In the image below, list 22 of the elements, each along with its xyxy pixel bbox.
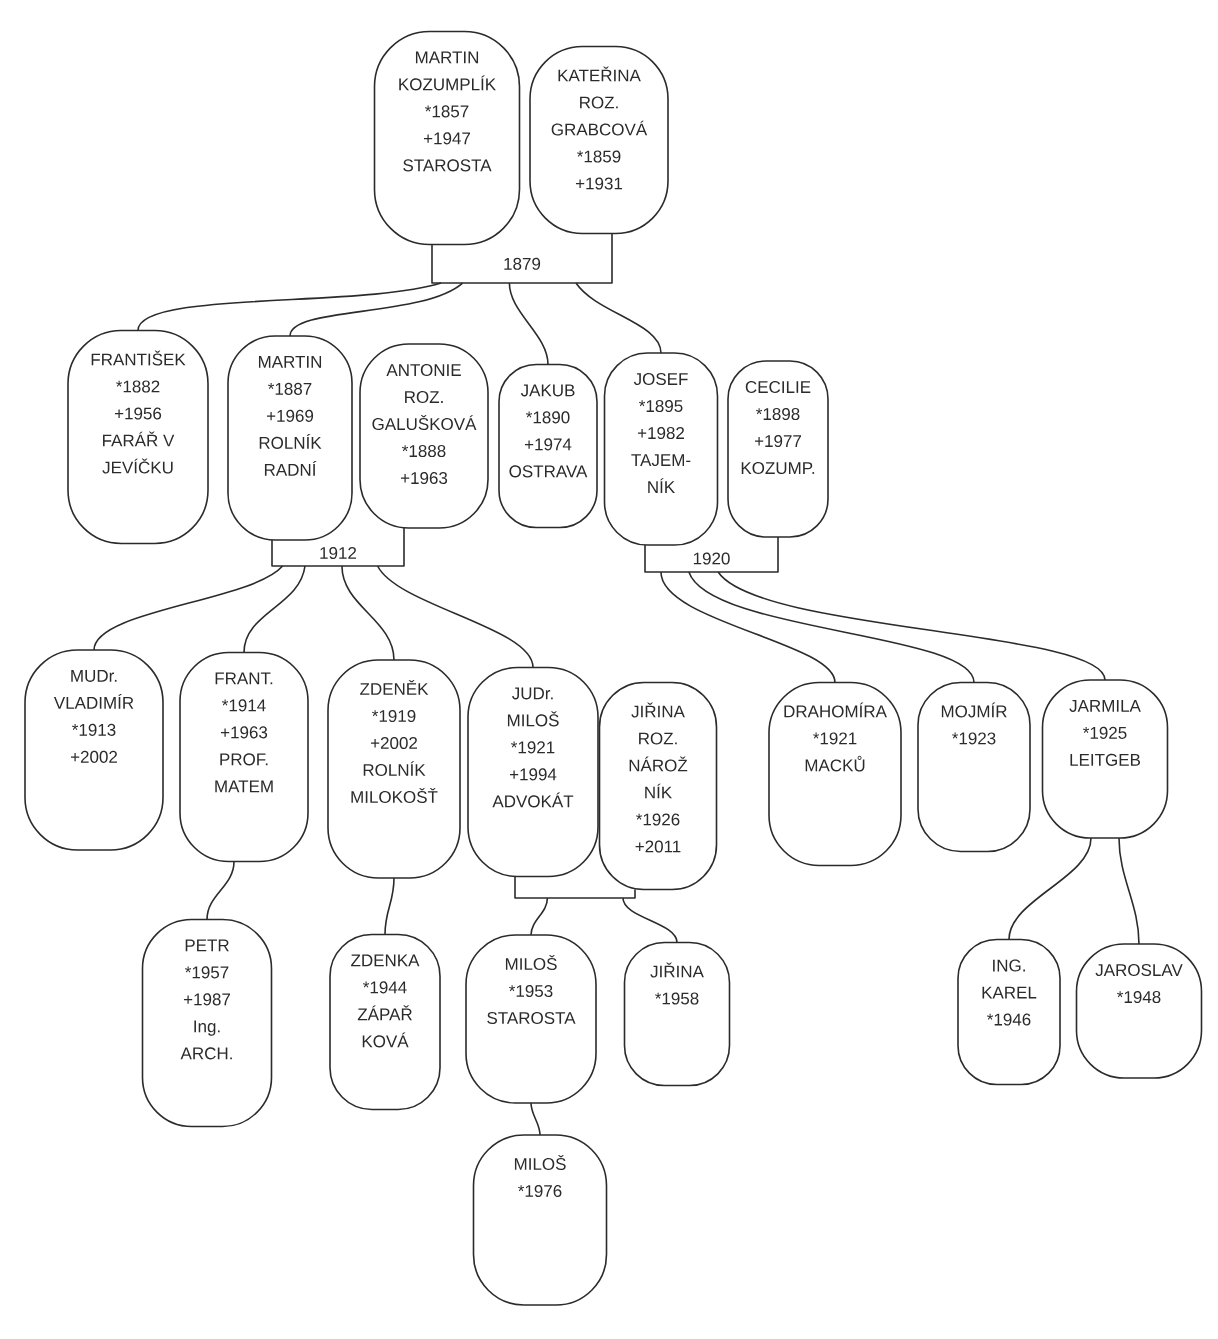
marriage-bracket: 1920: [644, 536, 779, 573]
descent-line: [660, 571, 836, 684]
descent-line: [93, 565, 284, 651]
descent-line: [688, 571, 975, 684]
descent-line: [341, 565, 395, 661]
descent-line: [384, 877, 395, 936]
descent-line: [376, 565, 534, 669]
descent-line: [289, 282, 464, 337]
descent-line: [717, 571, 1106, 681]
marriage-bracket: [514, 875, 636, 899]
descent-line: [243, 565, 306, 654]
descent-line: [530, 897, 549, 936]
descent-line: [508, 282, 549, 366]
descent-line: [575, 282, 662, 354]
descent-line: [530, 1102, 541, 1136]
marriage-bracket: 1879: [431, 232, 613, 284]
descent-line: [206, 860, 235, 921]
marriage-bracket: 1912: [271, 527, 405, 567]
descent-line: [622, 897, 678, 944]
descent-line: [137, 282, 442, 332]
descent-line: [1008, 837, 1092, 941]
descent-line: [1118, 837, 1140, 945]
